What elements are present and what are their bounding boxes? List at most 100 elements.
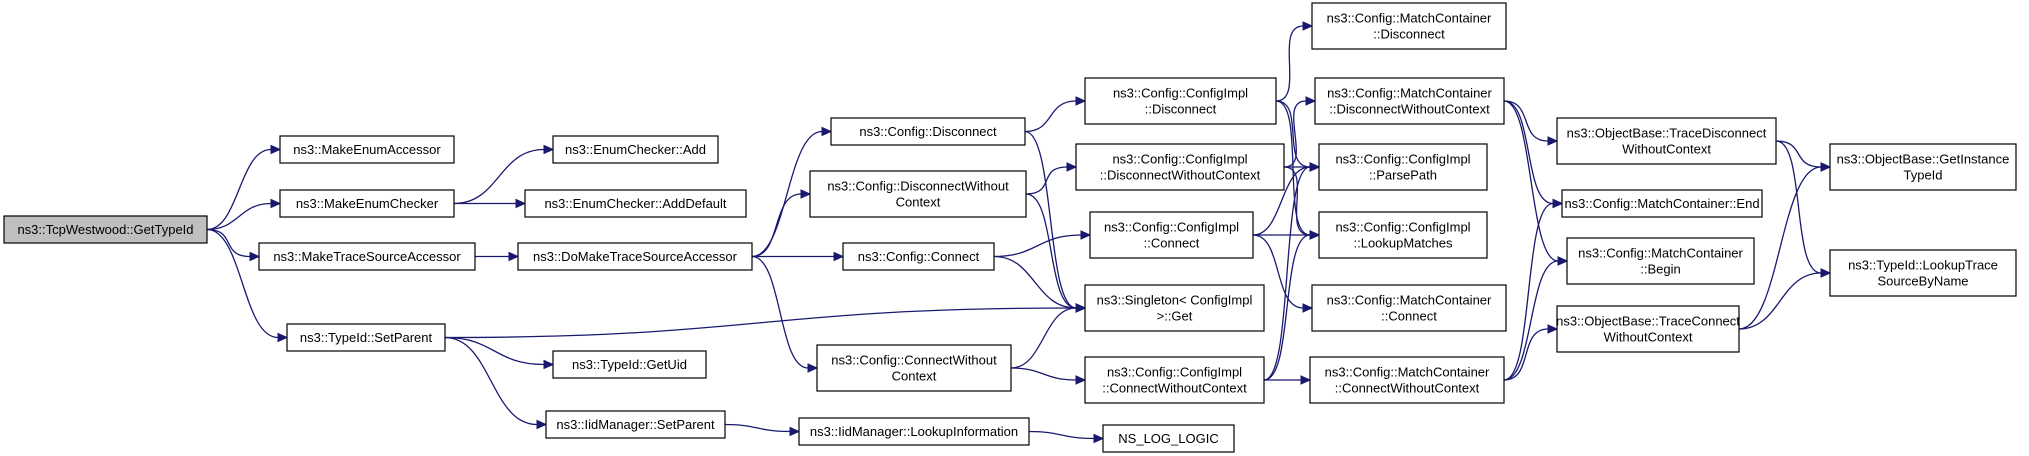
node-label: ::Connect xyxy=(1381,309,1437,324)
node-ns3-config-matchcontainer-connect[interactable]: ns3::Config::MatchContainer::Connect xyxy=(1311,284,1507,332)
node-box xyxy=(1089,211,1254,259)
edge-n19-to-n24 xyxy=(1263,230,1321,381)
node-ns3-config-matchcontainer-begin[interactable]: ns3::Config::MatchContainer::Begin xyxy=(1566,237,1755,285)
node-box xyxy=(809,170,1027,218)
node-box xyxy=(1566,237,1755,285)
node-ns3-config-matchcontainer-end[interactable]: ns3::Config::MatchContainer::End xyxy=(1561,189,1763,218)
edge-arrowhead xyxy=(249,251,261,262)
node-box xyxy=(1102,424,1235,453)
node-ns3-config-matchcontainer-disconnect[interactable]: ns3::Config::MatchContainer::Disconnect xyxy=(1311,2,1507,50)
node-label: ::ConnectWithoutContext xyxy=(1102,381,1247,396)
node-label: ns3::Config::MatchContainer xyxy=(1327,293,1492,308)
node-ns3-config-matchcontainer-connectwithoutcontext[interactable]: ns3::Config::MatchContainer::ConnectWith… xyxy=(1309,356,1505,404)
node-ns3-maketracesourceaccessor[interactable]: ns3::MakeTraceSourceAccessor xyxy=(258,242,476,271)
edge-n2-to-n5 xyxy=(453,144,555,205)
node-label: ns3::TypeId::LookupTrace xyxy=(1848,258,1998,273)
node-ns3-singleton-configimpl-get[interactable]: ns3::Singleton< ConfigImpl >::Get xyxy=(1084,284,1265,332)
node-box xyxy=(1318,211,1488,259)
edge-line xyxy=(1010,307,1077,369)
edge-arrowhead xyxy=(833,251,845,262)
edge-line xyxy=(1275,100,1311,168)
node-label: ns3::MakeEnumAccessor xyxy=(293,142,441,157)
node-ns3-config-connect[interactable]: ns3::Config::Connect xyxy=(842,242,995,271)
edge-line xyxy=(1503,100,1554,205)
edge-arrowhead xyxy=(543,359,555,370)
edge-arrowhead xyxy=(1300,375,1312,385)
edge-line xyxy=(1252,234,1304,309)
node-box xyxy=(842,242,995,271)
node-ns3-domaketracesourceaccessor[interactable]: ns3::DoMakeTraceSourceAccessor xyxy=(517,242,753,271)
edge-n13-to-n19 xyxy=(1010,367,1087,385)
node-label: ns3::Config::ConfigImpl xyxy=(1335,220,1470,235)
node-ns3-config-matchcontainer-disconnectwithoutcontext[interactable]: ns3::Config::MatchContainer::DisconnectW… xyxy=(1314,77,1505,125)
node-box xyxy=(286,323,446,352)
edge-arrowhead xyxy=(536,419,548,430)
edge-line xyxy=(751,193,802,258)
node-ns3-config-configimpl-connect[interactable]: ns3::Config::ConfigImpl::Connect xyxy=(1089,211,1254,259)
node-ns3-config-configimpl-disconnect[interactable]: ns3::Config::ConfigImpl::Disconnect xyxy=(1084,77,1277,125)
edge-n0-to-n2 xyxy=(206,198,282,231)
node-ns3-typeid-setparent[interactable]: ns3::TypeId::SetParent xyxy=(286,323,446,352)
node-ns3-config-disconnectwithout-context[interactable]: ns3::Config::DisconnectWithoutContext xyxy=(809,170,1027,218)
node-label: WithoutContext xyxy=(1622,142,1711,157)
node-label: ns3::IidManager::SetParent xyxy=(556,417,715,432)
node-ns3-typeid-getuid[interactable]: ns3::TypeId::GetUid xyxy=(552,350,707,379)
node-ns3-tcpwestwood-gettypeid[interactable]: ns3::TcpWestwood::GetTypeId xyxy=(3,215,208,244)
edge-n19-to-n26 xyxy=(1263,375,1312,385)
node-ns3-config-connectwithout-context[interactable]: ns3::Config::ConnectWithoutContext xyxy=(816,344,1012,392)
edge-arrowhead xyxy=(1820,268,1832,278)
edge-n7-to-n11 xyxy=(751,189,812,258)
node-ns-log-logic[interactable]: NS_LOG_LOGIC xyxy=(1102,424,1235,453)
node-box xyxy=(1309,356,1505,404)
edge-arrowhead xyxy=(1547,324,1559,334)
node-box xyxy=(517,242,753,271)
node-box xyxy=(1084,77,1277,125)
node-box xyxy=(830,117,1026,146)
node-label: ns3::Config::ConfigImpl xyxy=(1104,220,1239,235)
node-label: ns3::Config::ConfigImpl xyxy=(1113,86,1248,101)
node-ns3-config-disconnect[interactable]: ns3::Config::Disconnect xyxy=(830,117,1026,146)
edge-arrowhead xyxy=(1075,96,1087,106)
node-label: ns3::Config::ConfigImpl xyxy=(1335,152,1470,167)
node-label: ns3::ObjectBase::TraceDisconnect xyxy=(1567,126,1767,141)
node-ns3-config-configimpl-disconnectwithoutcontext[interactable]: ns3::Config::ConfigImpl::DisconnectWitho… xyxy=(1075,143,1285,191)
node-box xyxy=(1829,249,2017,297)
node-ns3-objectbase-tracedisconnect-withoutcontext[interactable]: ns3::ObjectBase::TraceDisconnectWithoutC… xyxy=(1556,117,1777,165)
node-ns3-enumchecker-add[interactable]: ns3::EnumChecker::Add xyxy=(552,135,719,164)
edge-line xyxy=(1738,166,1822,330)
node-ns3-config-configimpl-parsepath[interactable]: ns3::Config::ConfigImpl::ParsePath xyxy=(1318,143,1488,191)
node-ns3-iidmanager-lookupinformation[interactable]: ns3::IidManager::LookupInformation xyxy=(798,417,1030,446)
edge-arrowhead xyxy=(1066,162,1078,172)
edge-arrowhead xyxy=(1080,230,1092,240)
node-label: ns3::Config::MatchContainer xyxy=(1327,86,1492,101)
node-box xyxy=(1311,284,1507,332)
edge-arrowhead xyxy=(1547,136,1559,146)
node-ns3-config-configimpl-lookupmatches[interactable]: ns3::Config::ConfigImpl::LookupMatches xyxy=(1318,211,1488,259)
edge-n22-to-n27 xyxy=(1503,100,1559,146)
node-label: ns3::TypeId::GetUid xyxy=(572,357,687,372)
edge-n0-to-n3 xyxy=(206,228,261,262)
node-box xyxy=(279,189,455,218)
edge-line xyxy=(1010,367,1077,381)
node-box xyxy=(1829,143,2017,191)
edge-line xyxy=(1025,166,1068,195)
edge-n9-to-n14 xyxy=(724,423,801,437)
edges-layer xyxy=(206,21,1832,444)
node-label: ::ParsePath xyxy=(1369,168,1437,183)
node-ns3-makeenumchecker[interactable]: ns3::MakeEnumChecker xyxy=(279,189,455,218)
node-ns3-enumchecker-adddefault[interactable]: ns3::EnumChecker::AddDefault xyxy=(524,189,747,218)
node-label: ::DisconnectWithoutContext xyxy=(1100,168,1261,183)
node-label: WithoutContext xyxy=(1604,330,1693,345)
node-ns3-iidmanager-setparent[interactable]: ns3::IidManager::SetParent xyxy=(545,410,726,439)
edge-arrowhead xyxy=(1075,303,1087,313)
edge-line xyxy=(444,336,545,366)
node-label: ns3::TcpWestwood::GetTypeId xyxy=(17,222,193,237)
edge-arrowhead xyxy=(1302,21,1314,31)
node-ns3-config-configimpl-connectwithoutcontext[interactable]: ns3::Config::ConfigImpl::ConnectWithoutC… xyxy=(1084,356,1265,404)
node-ns3-objectbase-traceconnect-withoutcontext[interactable]: ns3::ObjectBase::TraceConnectWithoutCont… xyxy=(1556,305,1740,353)
node-ns3-makeenumaccessor[interactable]: ns3::MakeEnumAccessor xyxy=(279,135,455,164)
edge-arrowhead xyxy=(1305,96,1317,106)
